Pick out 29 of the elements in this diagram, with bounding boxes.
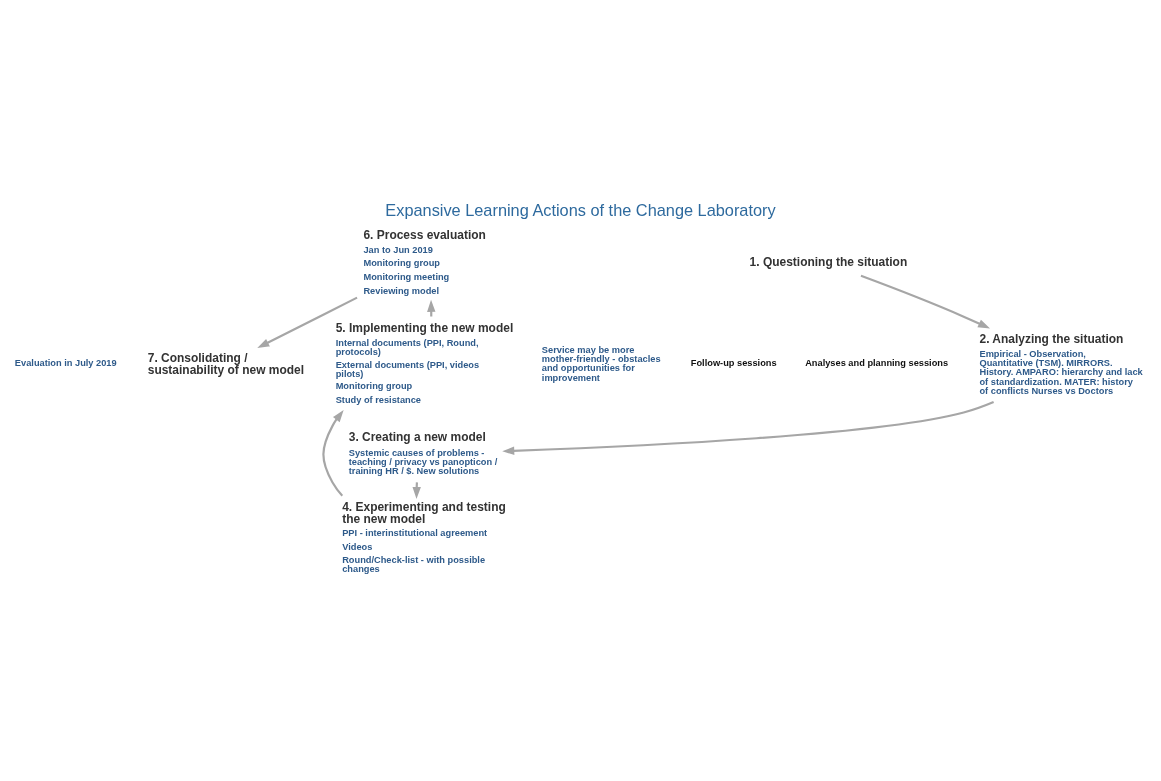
node-text: 6. Process evaluation	[363, 227, 486, 242]
node-label: Videos	[342, 541, 373, 552]
node-text: 7. Consolidating / sustainability of new model	[147, 350, 305, 377]
arrow	[257, 296, 358, 348]
diagram-title: Expansive Learning Actions of the Change Laboratory	[385, 200, 776, 219]
node-label: External documents (PPI, videos pilots)	[335, 359, 480, 379]
arrow	[322, 409, 344, 496]
node-text: 1. Questioning the situation	[749, 254, 908, 269]
node-label: Internal documents (PPI, Round, protocols)	[335, 337, 479, 357]
node-label: Monitoring group	[335, 380, 413, 391]
node-text: 2. Analyzing the situation	[979, 331, 1124, 346]
node-label: Monitoring group	[363, 257, 441, 268]
label: Analyses and planning sessions	[805, 357, 949, 368]
node-text: 4. Experimenting and testing the new model	[342, 499, 506, 526]
node-label: Reviewing model	[363, 285, 440, 296]
node-label: Round/Check-list - with possible changes	[342, 554, 486, 574]
node-label: Empirical - Observation, Quantitative (TSM). MIRRORS. History. AMPARO: hierarchy and lack of standardization. MATER: history of conflicts Nurses vs Doctors	[979, 348, 1143, 396]
node-label: Study of resistance	[335, 394, 422, 405]
node-label: Monitoring meeting	[363, 271, 450, 282]
node-label: Systemic causes of problems - teaching / privacy vs panopticon / training HR / $. New solutions	[348, 447, 498, 476]
label: Service may be more mother-friendly - obstacles and opportunities for improvement	[541, 344, 661, 383]
label: Follow-up sessions	[690, 357, 777, 368]
node-text: 3. Creating a new model	[348, 429, 486, 444]
node-label: PPI - interinstitutional agreement	[342, 527, 488, 538]
label: Evaluation in July 2019	[14, 357, 117, 368]
arrow	[860, 274, 991, 329]
node-text: 5. Implementing the new model	[335, 320, 514, 335]
arrow	[502, 400, 995, 455]
node-label: Jan to Jun 2019	[363, 244, 433, 255]
